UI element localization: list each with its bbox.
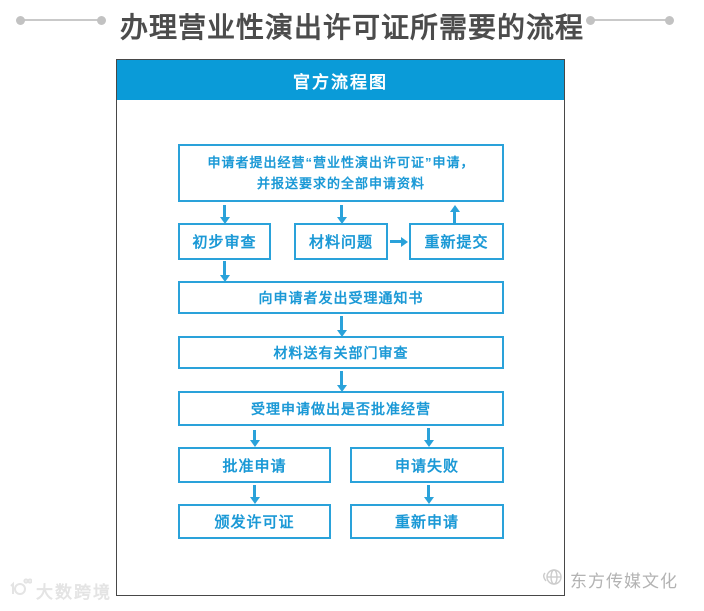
flowchart-container: 官方流程图 申请者提出经营“营业性演出许可证”申请， 并报送要求的全部申请资料 … xyxy=(116,59,565,596)
flowchart-header: 官方流程图 xyxy=(117,60,564,100)
page-title: 办理营业性演出许可证所需要的流程 xyxy=(119,12,584,43)
node-application-line1: 申请者提出经营“营业性演出许可证”申请， xyxy=(207,155,475,170)
node-department-review: 材料送有关部门审查 xyxy=(178,336,504,369)
title-decoration-left xyxy=(16,16,106,25)
watermark-left-label: 大数跨境 xyxy=(36,583,112,602)
node-issue-license: 颁发许可证 xyxy=(178,504,331,539)
down-arrow-icon xyxy=(336,316,347,337)
watermark-right-label: 东方传媒文化 xyxy=(570,572,678,591)
down-arrow-icon xyxy=(336,205,347,224)
down-arrow-icon xyxy=(249,485,260,504)
title-decoration-right xyxy=(586,16,674,25)
right-arrow-icon xyxy=(390,236,408,247)
down-arrow-icon xyxy=(336,371,347,392)
node-application-failed: 申请失败 xyxy=(350,447,504,483)
dashu-kuajing-logo-icon xyxy=(8,577,33,604)
node-material-problem: 材料问题 xyxy=(294,223,388,260)
down-arrow-icon xyxy=(423,485,434,504)
down-arrow-icon xyxy=(249,430,260,447)
node-application-line2: 并报送要求的全部申请资料 xyxy=(256,176,425,191)
down-arrow-icon xyxy=(219,205,230,224)
watermark-bottom-left: 大数跨境 xyxy=(8,577,112,604)
node-acceptance-notice: 向申请者发出受理通知书 xyxy=(178,281,504,314)
node-approval-decision: 受理申请做出是否批准经营 xyxy=(178,391,504,426)
node-resubmit: 重新提交 xyxy=(409,223,504,260)
down-arrow-icon xyxy=(219,261,230,282)
node-initial-review: 初步审查 xyxy=(178,223,271,260)
globe-hand-icon xyxy=(541,565,565,594)
down-arrow-icon xyxy=(423,428,434,447)
node-reapply: 重新申请 xyxy=(350,504,504,539)
node-application-submit: 申请者提出经营“营业性演出许可证”申请， 并报送要求的全部申请资料 xyxy=(178,144,504,202)
node-approve-application: 批准申请 xyxy=(178,447,331,483)
up-arrow-icon xyxy=(449,205,460,224)
watermark-bottom-right: 东方传媒文化 xyxy=(541,565,678,594)
